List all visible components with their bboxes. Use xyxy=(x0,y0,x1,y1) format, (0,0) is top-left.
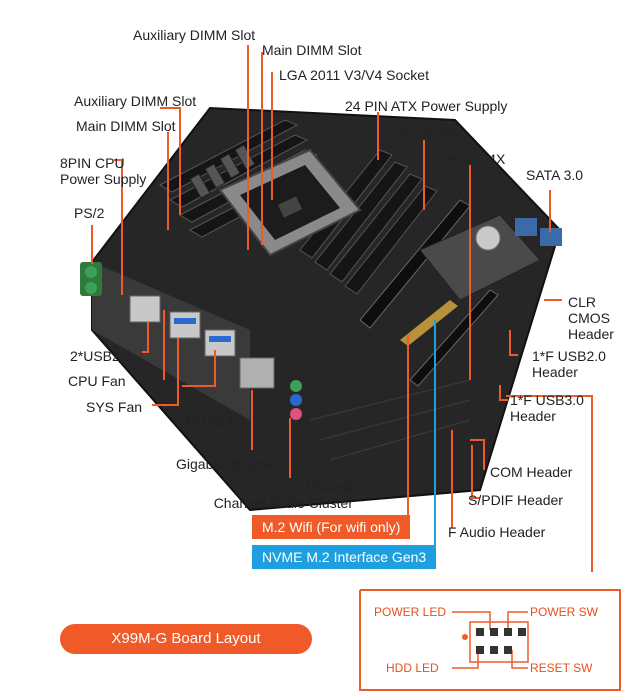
label-cpu-power: 8PIN CPU Power Supply xyxy=(60,155,147,187)
label-aux-dimm-top: Auxiliary DIMM Slot xyxy=(133,27,256,43)
label-main-dimm-left: Main DIMM Slot xyxy=(76,118,176,134)
panel-reset-sw: RESET SW xyxy=(530,661,593,675)
label-pcie16: PCI-E 16X xyxy=(395,126,462,142)
label-audio: 5.1Sound Channel Audio Cluster xyxy=(213,479,353,511)
label-atx-power: 24 PIN ATX Power Supply xyxy=(345,98,508,114)
panel-hdd-led: HDD LED xyxy=(386,661,439,675)
nvme-banner: NVME M.2 Interface Gen3 xyxy=(252,545,437,569)
label-lga-socket: LGA 2011 V3/V4 Socket xyxy=(279,67,429,83)
label-pcie4: PCI-E 4X xyxy=(447,151,506,167)
label-usb20-front: 1*F USB2.0 Header xyxy=(532,348,606,380)
label-sata: SATA 3.0 xyxy=(526,167,584,183)
label-usb30-front: 1*F USB3.0 Header xyxy=(510,392,584,424)
label-clr-cmos: CLR CMOS Header xyxy=(568,294,614,342)
panel-power-led: POWER LED xyxy=(374,605,447,619)
label-main-dimm-top: Main DIMM Slot xyxy=(262,42,362,58)
panel-power-sw: POWER SW xyxy=(530,605,598,619)
label-ethernet: Gigabit Ethernet xyxy=(176,456,278,472)
m2-wifi-banner: M.2 Wifi (For wifi only) xyxy=(252,515,411,539)
label-usb30-rear: 4*USB3.0 xyxy=(183,413,245,429)
label-sys-fan: SYS Fan xyxy=(86,399,143,415)
label-cpu-fan: CPU Fan xyxy=(68,373,126,389)
label-f-audio: F Audio Header xyxy=(448,524,546,540)
label-ps2: PS/2 xyxy=(74,205,105,221)
label-usb20-rear: 2*USB2.0 xyxy=(70,348,132,364)
label-spdif: S/PDIF Header xyxy=(468,492,563,508)
board-layout-title: X99M-G Board Layout xyxy=(60,624,312,654)
label-aux-dimm-left: Auxiliary DIMM Slot xyxy=(74,93,197,109)
label-com: COM Header xyxy=(490,464,573,480)
